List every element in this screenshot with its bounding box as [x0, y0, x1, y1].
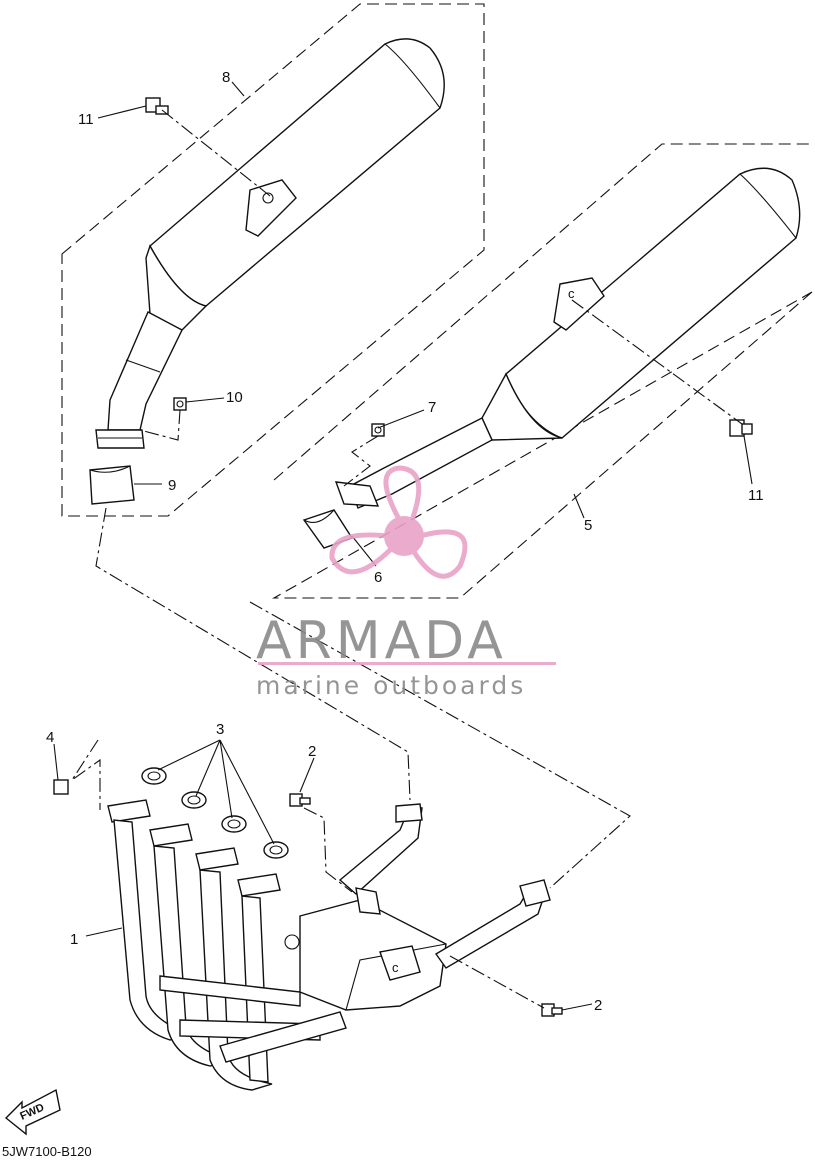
callout-3: 3 — [216, 721, 224, 738]
bolt-2-lower — [541, 1003, 563, 1017]
svg-text:c: c — [568, 286, 575, 301]
routing-line-bolt — [303, 807, 353, 893]
exhaust-header-assembly: c — [107, 799, 551, 1091]
callout-7: 7 — [428, 399, 436, 416]
callout-11-right: 11 — [748, 487, 764, 504]
port-gaskets-3 — [141, 767, 289, 859]
bolt-2-upper — [289, 793, 311, 807]
callout-11-left: 11 — [78, 111, 94, 128]
fwd-arrow-icon: FWD — [4, 1088, 61, 1136]
routing-line-bolt-11 — [161, 109, 271, 197]
leader-lines — [53, 81, 753, 1011]
armada-logo: ARMADA marine outboards — [256, 465, 556, 700]
left-muffler — [95, 38, 445, 449]
routing-line-bolt-11-right — [571, 299, 743, 425]
callout-9: 9 — [168, 477, 176, 494]
watermark-subtitle: marine outboards — [256, 671, 526, 700]
group-outline-right-muffler — [271, 143, 813, 599]
routing-line-nut-10 — [139, 409, 181, 441]
bolt-11-right — [729, 419, 753, 437]
callout-10: 10 — [226, 389, 243, 406]
propeller-logo-icon — [329, 465, 468, 579]
callout-4: 4 — [46, 729, 54, 746]
group-outline-left-muffler — [61, 3, 485, 517]
callout-5: 5 — [584, 517, 592, 534]
gasket-6 — [302, 509, 354, 549]
gasket-9 — [89, 465, 135, 505]
routing-line-nut-7 — [343, 435, 379, 487]
callout-1: 1 — [70, 931, 78, 948]
stud-4 — [53, 779, 69, 795]
callout-2-lower: 2 — [594, 997, 602, 1014]
nut-10 — [173, 397, 187, 411]
routing-line-bolt-2-lower — [449, 955, 545, 1009]
routing-line-stud — [71, 739, 101, 810]
routing-line-right — [249, 601, 631, 889]
routing-line-left — [95, 507, 411, 801]
callout-8: 8 — [222, 69, 230, 86]
callout-6: 6 — [374, 569, 382, 586]
diagram-code: 5JW7100-B120 — [2, 1144, 92, 1159]
svg-text:c: c — [392, 960, 399, 975]
callout-2-upper: 2 — [308, 743, 316, 760]
watermark-title: ARMADA — [256, 611, 507, 671]
